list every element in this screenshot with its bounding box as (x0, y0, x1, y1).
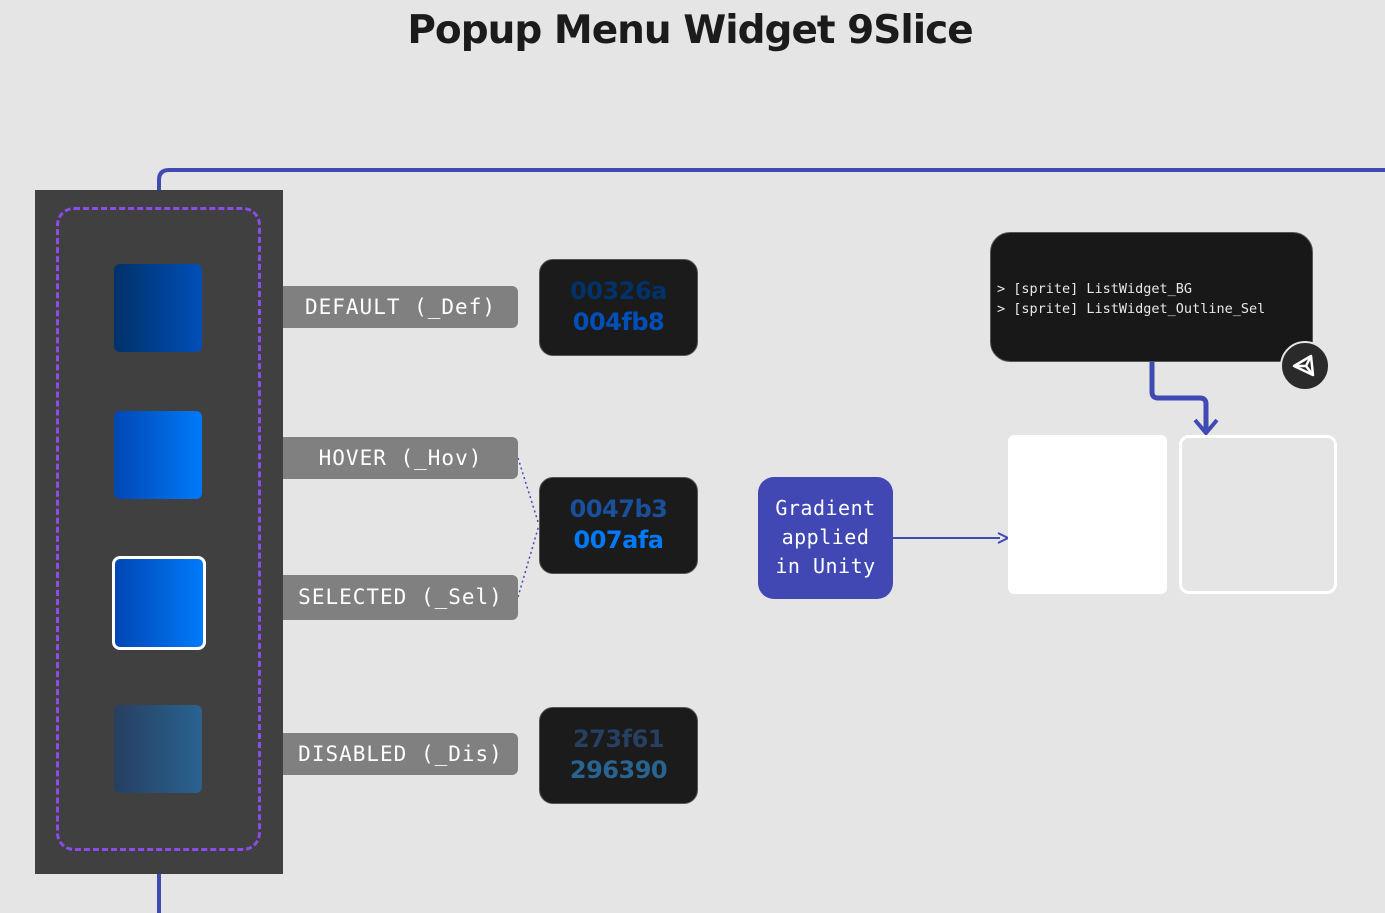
outline-sprite-preview (1179, 435, 1337, 594)
hover-link-line (517, 457, 540, 526)
default-label: DEFAULT (_Def) (283, 286, 518, 328)
disabled-color-end: 296390 (569, 756, 668, 784)
default-color-box: 00326a 004fb8 (539, 259, 698, 356)
unity-logo-icon (1280, 341, 1330, 391)
sprite-arrow-head (1193, 418, 1219, 437)
default-swatch (114, 264, 202, 352)
bg-sprite-preview (1008, 435, 1167, 594)
gradient-note-line: in Unity (775, 554, 876, 578)
sprite-arrow-line (1149, 362, 1209, 430)
sprite-item: > [sprite] ListWidget_Outline_Sel (997, 301, 1266, 317)
top-bus-line (157, 168, 1385, 192)
hover-color-start: 0047b3 (569, 495, 668, 523)
hover-color-box: 0047b3 007afa (539, 477, 698, 574)
page-title: Popup Menu Widget 9Slice (407, 8, 973, 53)
hover-label: HOVER (_Hov) (283, 437, 518, 479)
sprite-list: > [sprite] ListWidget_BG > [sprite] List… (990, 232, 1313, 362)
selected-label: SELECTED (_Sel) (283, 575, 518, 620)
disabled-color-start: 273f61 (573, 725, 664, 753)
disabled-label: DISABLED (_Dis) (283, 733, 518, 775)
gradient-note-line: applied (781, 525, 870, 549)
default-color-start: 00326a (570, 277, 667, 305)
sprite-item: > [sprite] ListWidget_BG (997, 281, 1193, 297)
hover-color-end: 007afa (573, 526, 664, 554)
disabled-swatch (114, 705, 202, 793)
selected-link-line (517, 524, 540, 598)
gradient-note: Gradient applied in Unity (758, 477, 893, 599)
slice-frame (56, 207, 261, 851)
default-color-end: 004fb8 (572, 308, 665, 336)
hover-swatch (114, 411, 202, 499)
gradient-note-line: Gradient (775, 496, 876, 520)
selected-swatch (112, 556, 206, 650)
disabled-color-box: 273f61 296390 (539, 707, 698, 804)
state-panel (35, 190, 283, 874)
